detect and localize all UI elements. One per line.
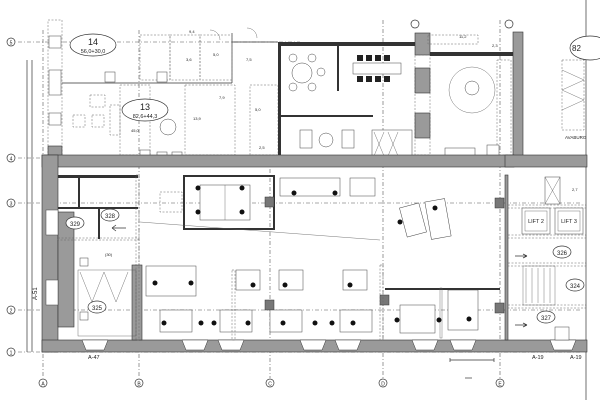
- lounge: [427, 31, 524, 162]
- grid-row-markers: 5 4 3 2 1: [6, 37, 16, 357]
- room-329-tag: 329: [65, 216, 85, 230]
- area-label: 2,5: [259, 145, 265, 150]
- open-office: [139, 175, 505, 341]
- area-labels: 9,4 3,6 5,0 7,5 7,9 13,9 45,0 5,0 2,5 11…: [131, 29, 578, 192]
- wall-label-left: A-51: [33, 287, 39, 300]
- room-324-tag: 324: [565, 278, 585, 292]
- grid-column-label: A: [41, 382, 45, 388]
- area-label: 2,3: [492, 43, 498, 48]
- grid-column-label: D: [381, 382, 385, 388]
- service-core: (30): [57, 174, 140, 341]
- room-number: 325: [92, 306, 103, 312]
- lift-label: LIFT 2: [528, 219, 544, 225]
- area-label: 9,4: [189, 29, 195, 34]
- lift-label: LIFT 3: [561, 219, 577, 225]
- area-label: 3,6: [186, 57, 192, 62]
- room-number: 14: [88, 37, 98, 47]
- room-number: 324: [570, 284, 581, 290]
- room-327-tag: 327: [515, 310, 556, 328]
- room-14-tag: 14 56,0+30,0: [69, 33, 117, 57]
- partial-room-number: 82: [572, 44, 581, 53]
- scale-bar: [449, 358, 495, 379]
- grid-row-label: 5: [10, 41, 13, 47]
- area-label: 7,5: [246, 57, 252, 62]
- lift-2: LIFT 2: [521, 207, 551, 235]
- grid-row-label: 1: [10, 351, 13, 357]
- grid-row-label: 2: [10, 309, 13, 315]
- small-label: (30): [105, 252, 113, 257]
- wall-label-bottom-right: A-19: [570, 355, 582, 361]
- room-number: 328: [105, 214, 116, 220]
- room-area: 56,0+30,0: [81, 49, 106, 55]
- room-13-tag: 13 82,6+44,3: [121, 98, 169, 122]
- wall-label-bottom-left: A-47: [88, 355, 100, 361]
- room-326-tag: 326: [515, 245, 572, 259]
- room-number: 329: [70, 222, 81, 228]
- area-label: 2,7: [572, 187, 578, 192]
- side-label: AVABURG: [565, 135, 587, 140]
- grid-column-label: E: [498, 382, 502, 388]
- right-partial: 82 AVABURG: [561, 35, 600, 140]
- area-label: 5,0: [255, 107, 261, 112]
- wall-label-bottom-right: A-19: [532, 355, 544, 361]
- room-number: 326: [557, 251, 568, 257]
- room-325-tag: 325: [87, 300, 107, 314]
- right-core: [504, 174, 587, 341]
- grid-column-label: B: [137, 382, 141, 388]
- grid-row-label: 3: [10, 202, 13, 208]
- area-label: 7,9: [219, 95, 225, 100]
- lower-building-walls: [41, 154, 588, 353]
- area-label: 5,0: [213, 52, 219, 57]
- area-label: 13,9: [193, 116, 202, 121]
- area-label: 11,2: [459, 34, 467, 39]
- area-label: 45,0: [131, 128, 140, 133]
- room-328-tag: 328: [100, 208, 126, 232]
- grid-row-label: 4: [10, 157, 13, 163]
- lift-3: LIFT 3: [554, 207, 584, 235]
- room-area: 82,6+44,3: [133, 114, 158, 120]
- room-number: 327: [541, 316, 552, 322]
- grid-column-label: C: [268, 382, 272, 388]
- room-number: 13: [140, 102, 150, 112]
- meeting-rooms: [278, 32, 431, 160]
- grid-column-markers: A B C D E: [38, 19, 514, 388]
